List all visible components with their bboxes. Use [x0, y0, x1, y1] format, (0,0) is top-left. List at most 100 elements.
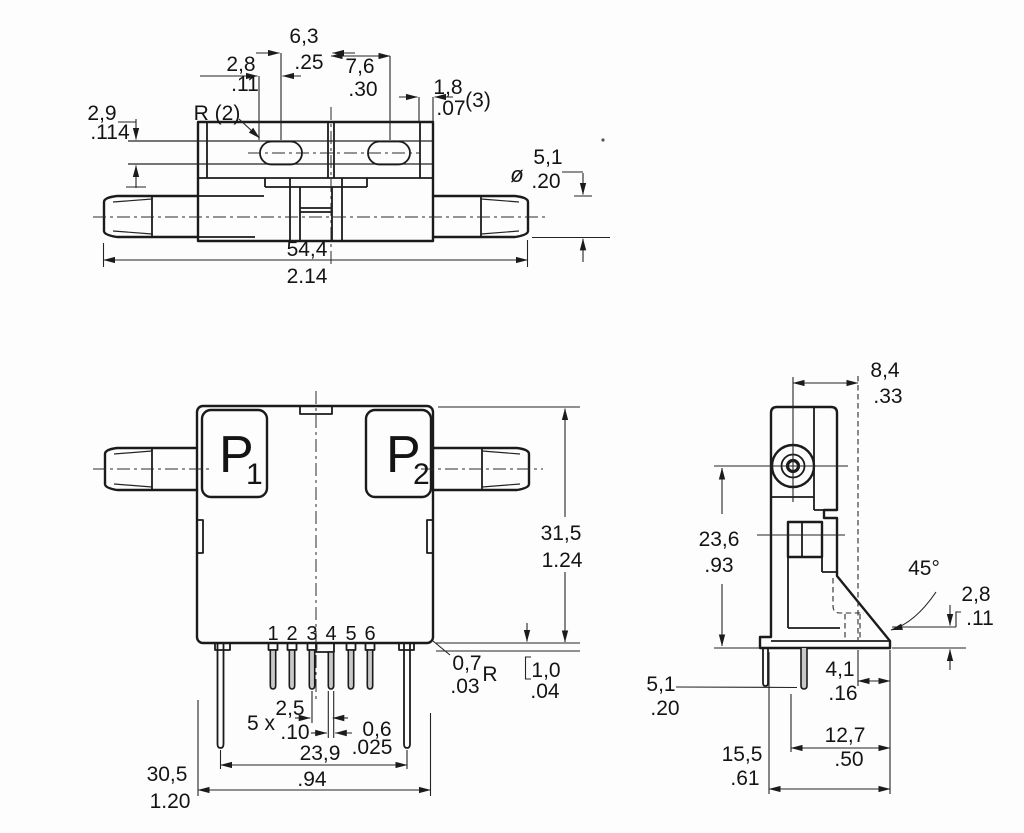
dim-7-6-in: .30	[348, 78, 377, 101]
dim-30-5-mm: 30,5	[147, 763, 188, 786]
dim-0-7-suffix: R	[482, 663, 497, 686]
side-peg	[762, 648, 769, 687]
front-dimension-labels: 31,5 1.24 0,7 .03 R 1,0 .04 5 x 2,5 .10 …	[147, 522, 583, 813]
dim-5-1-in: .20	[531, 170, 560, 193]
dim-1-8-qty: (3)	[465, 89, 491, 112]
dim-4-1-mm: 4,1	[825, 658, 854, 681]
pin-number-6: 6	[364, 623, 375, 645]
mounting-peg-right	[403, 643, 411, 749]
p2-subscript: 2	[413, 458, 430, 491]
p1-label: P	[219, 426, 254, 484]
dim-15-5-mm: 15,5	[722, 743, 763, 766]
dim-54-4-in: 2.14	[287, 265, 328, 288]
dim-s5-1-in: .20	[650, 697, 679, 720]
chamfer-angle-label: 45°	[908, 557, 940, 580]
pin-length-leader	[675, 686, 798, 689]
angle-arc	[890, 591, 937, 631]
side-dimension-labels: 8,4 .33 23,6 .93 2,8 .11 45° 4,1 .16 5,1…	[646, 359, 993, 790]
dim-23-6-mm: 23,6	[699, 528, 740, 551]
front-dimension-arrows	[197, 408, 569, 794]
pin-number-2: 2	[286, 623, 297, 645]
dim-1-8-mm: 1,8	[433, 76, 462, 99]
pin-number-3: 3	[306, 623, 317, 645]
top-centerlines	[93, 107, 546, 264]
pins	[269, 649, 374, 690]
dim-0-7-in: .03	[450, 675, 479, 698]
front-extension-lines	[197, 406, 580, 796]
front-centerlines	[93, 391, 543, 701]
side-crosshairs	[714, 377, 848, 536]
scan-speck	[601, 138, 605, 142]
dim-0-6-mm: 0,6	[362, 718, 391, 741]
dim-2-8-mm: 2,8	[226, 53, 255, 76]
side-vent-square	[786, 520, 824, 559]
dim-5-1-mm: 5,1	[533, 146, 562, 169]
dim-2-8-in: .11	[231, 73, 259, 96]
top-body-outline	[196, 120, 435, 243]
side-dimension-arrows	[675, 379, 961, 793]
top-dimension-arrows	[103, 49, 587, 264]
pin-5	[347, 649, 355, 690]
dim-54-4-mm: 54,4	[287, 238, 328, 261]
side-extension-lines	[714, 626, 966, 794]
front-view: P 1 P 2 1 2 3 4 5 6 31,5 1.24 0,7 .03 R …	[93, 391, 583, 813]
dim-23-9-in: .94	[297, 768, 327, 791]
dim-1-0-mm: 1,0	[531, 659, 560, 682]
peg-notch-right	[398, 642, 415, 651]
dim-8-4-mm: 8,4	[870, 359, 900, 382]
pin-4	[327, 651, 335, 690]
pin-number-1: 1	[267, 623, 278, 645]
dim-8-4-in: .33	[873, 385, 902, 408]
side-hidden-edges	[832, 578, 864, 640]
side-pin	[800, 648, 808, 690]
mounting-peg-left	[216, 643, 225, 749]
radius-note: R (2)	[194, 102, 241, 125]
dim-12-7-mm: 12,7	[825, 724, 866, 747]
dim-7-6-mm: 7,6	[345, 55, 374, 78]
p1-block	[200, 408, 269, 499]
dim-15-5-in: .61	[730, 767, 759, 790]
dim-s2-8-mm: 2,8	[961, 583, 990, 606]
pin-number-5: 5	[345, 623, 356, 645]
dim-30-5-in: 1.20	[150, 790, 191, 813]
dim-6-3-mm: 6,3	[289, 25, 318, 48]
dim-2-9-in: .114	[90, 121, 130, 144]
dim-0-6-in: .025	[352, 736, 393, 759]
dim-6-3-in: .25	[294, 51, 323, 74]
dim-4-1-in: .16	[828, 682, 857, 705]
pin-2	[288, 649, 296, 690]
pin-6	[366, 649, 374, 690]
p1-subscript: 1	[246, 458, 263, 491]
diameter-symbol: ø	[510, 162, 523, 187]
dim-1-0-in: .04	[530, 680, 560, 703]
dim-23-9-mm: 23,9	[300, 742, 341, 765]
corner-radius-leader	[432, 640, 451, 656]
dim-31-5-mm: 31,5	[541, 522, 582, 545]
dim-s2-8-in: .11	[966, 607, 994, 630]
dim-2-9-mm: 2,9	[87, 102, 116, 125]
radius-leader	[238, 118, 260, 139]
top-barb-tapers	[112, 198, 520, 235]
pin-1	[269, 649, 277, 690]
pin-3	[308, 649, 316, 690]
dim-pitch-in: .10	[280, 721, 309, 744]
side-view: 8,4 .33 23,6 .93 2,8 .11 45° 4,1 .16 5,1…	[646, 359, 994, 794]
dim-pitch-mm: 2,5	[275, 697, 304, 720]
side-body-outline	[758, 405, 892, 650]
pin-numbers: 1 2 3 4 5 6	[267, 623, 375, 645]
p2-block	[364, 408, 433, 499]
top-internal-edges	[151, 122, 482, 241]
dim-23-6-in: .93	[704, 554, 733, 577]
dim-0-7-mm: 0,7	[452, 652, 481, 675]
dim-1-8-in: .07	[436, 97, 465, 120]
front-barb-tapers	[113, 450, 521, 488]
peg-notch-left	[214, 642, 231, 651]
standoff-bracket	[524, 656, 531, 680]
pin-number-4: 4	[325, 623, 336, 645]
dim-31-5-in: 1.24	[542, 549, 583, 572]
top-view: 2,9 .114 R (2) 2,8 .11 6,3 .25 7,6 .30 1…	[87, 25, 610, 288]
p2-label: P	[386, 426, 421, 484]
top-dimension-labels: 2,9 .114 R (2) 2,8 .11 6,3 .25 7,6 .30 1…	[87, 25, 562, 288]
